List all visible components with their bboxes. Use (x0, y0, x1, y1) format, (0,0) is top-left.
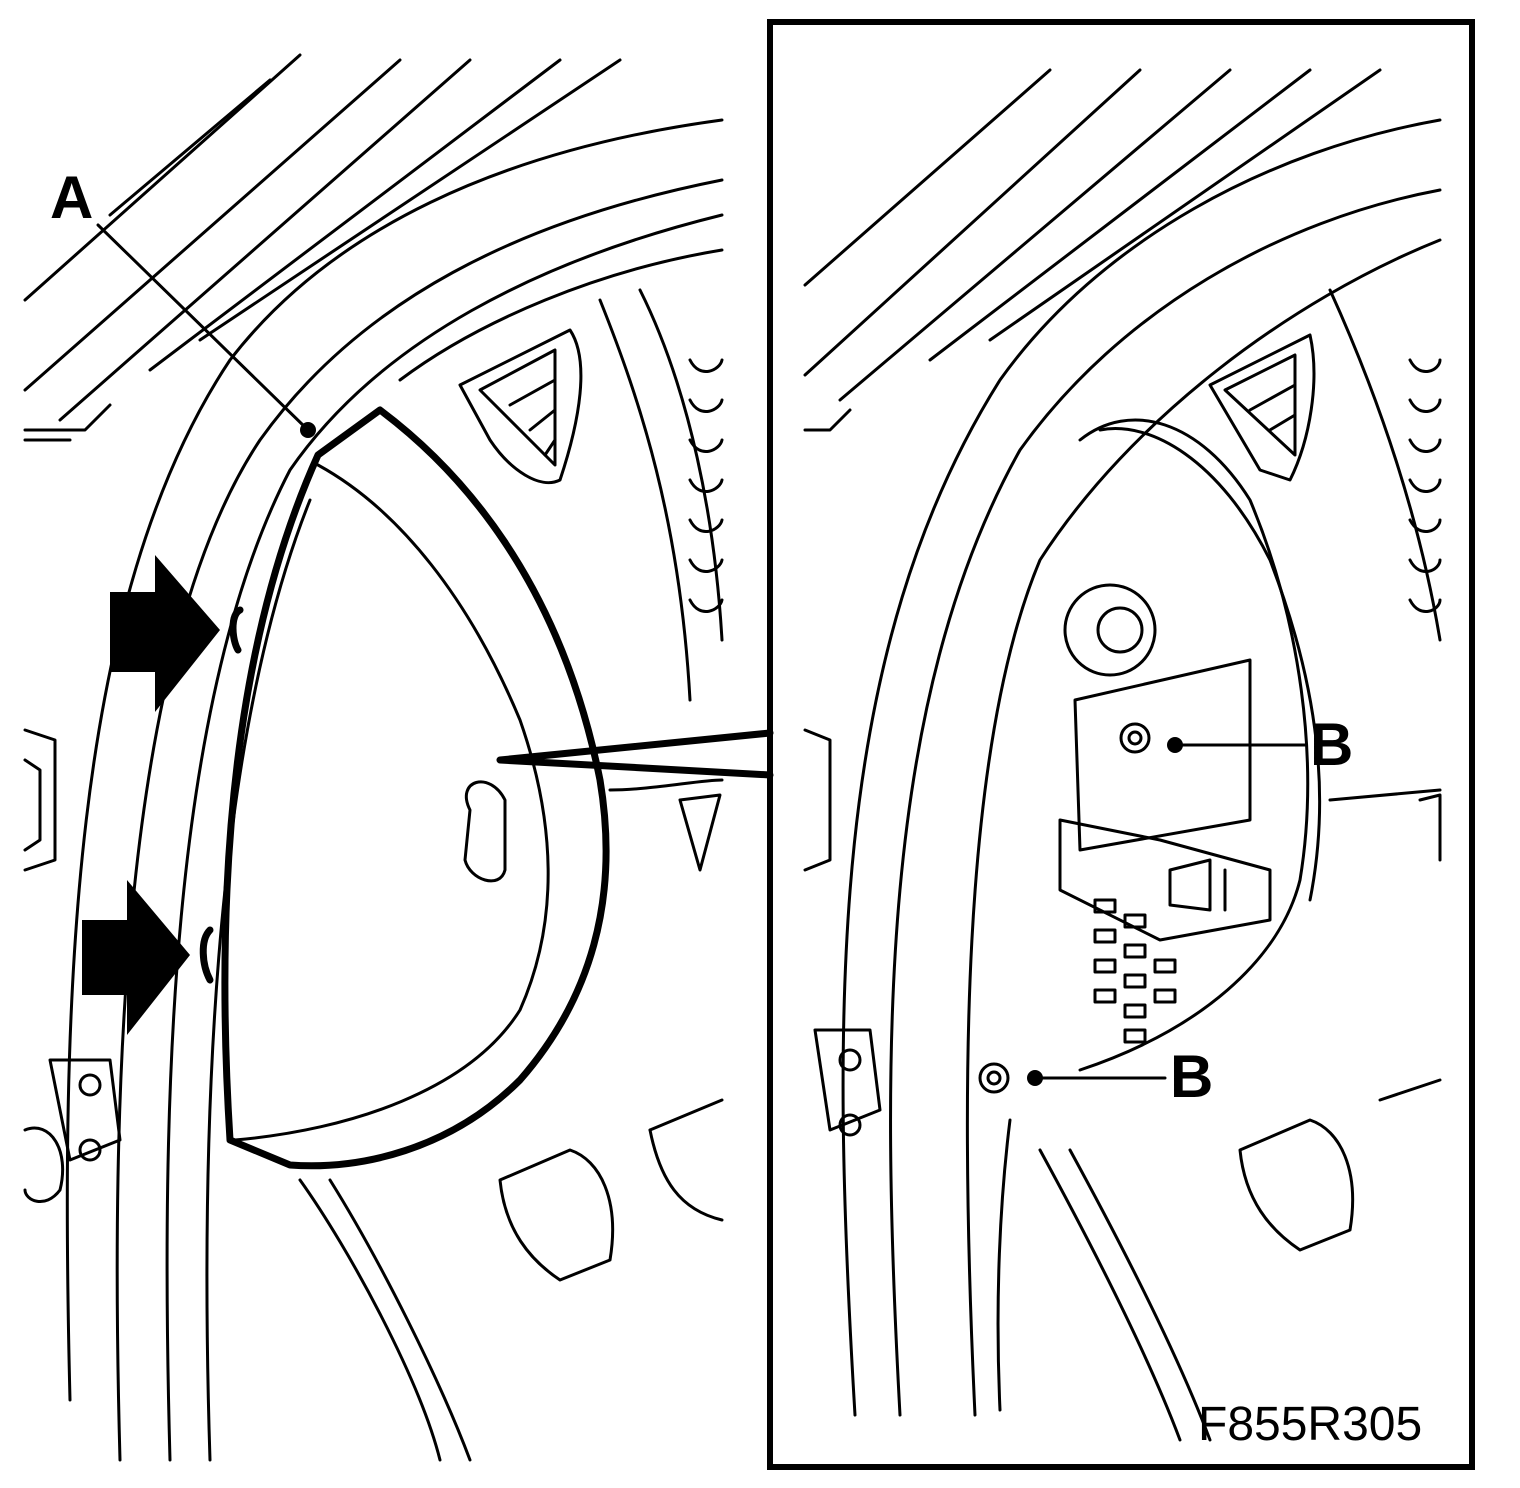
left-view (23, 53, 724, 1462)
roof-edge (23, 403, 112, 432)
vent-grille-detail (1208, 333, 1316, 482)
hole-grid-detail (1093, 898, 1177, 1044)
leader-dot-b-upper (1167, 737, 1183, 753)
leader-dot-b-lower (1027, 1070, 1043, 1086)
label-a: A (50, 164, 93, 231)
label-b-lower: B (1170, 1043, 1213, 1110)
zoom-callout-wedge (496, 729, 774, 779)
pedal-area-left (298, 778, 724, 1462)
arrow-right-icon (82, 880, 190, 1035)
inner-structure-detail (1058, 418, 1322, 1072)
leader-dot-a (300, 422, 316, 438)
pedal-area-detail (1038, 788, 1442, 1442)
roof-hatching (23, 53, 622, 422)
figure-code: F855R305 (1198, 1398, 1422, 1451)
leader-line-a (96, 223, 310, 432)
roof-hatching-detail (803, 68, 1382, 402)
label-b-upper: B (1310, 711, 1353, 778)
fastener-lower (978, 1062, 1010, 1094)
door-hinge-left (23, 728, 122, 1203)
clip-marker-lower (199, 926, 214, 984)
ribbed-trim-left (598, 288, 724, 702)
trim-panel-a (221, 406, 610, 1170)
door-hinge-detail (803, 728, 882, 1137)
arrow-right-icon (110, 555, 220, 712)
fastener-upper (1119, 722, 1151, 754)
detail-inset-frame (767, 19, 1475, 1470)
clip-marker-upper (229, 606, 244, 654)
vent-grille-left (458, 328, 583, 485)
pillar-outline-detail (841, 118, 1442, 1417)
pillar-outline (65, 118, 724, 1462)
detail-view (803, 68, 1442, 1442)
ribbed-trim-detail (1328, 288, 1442, 642)
